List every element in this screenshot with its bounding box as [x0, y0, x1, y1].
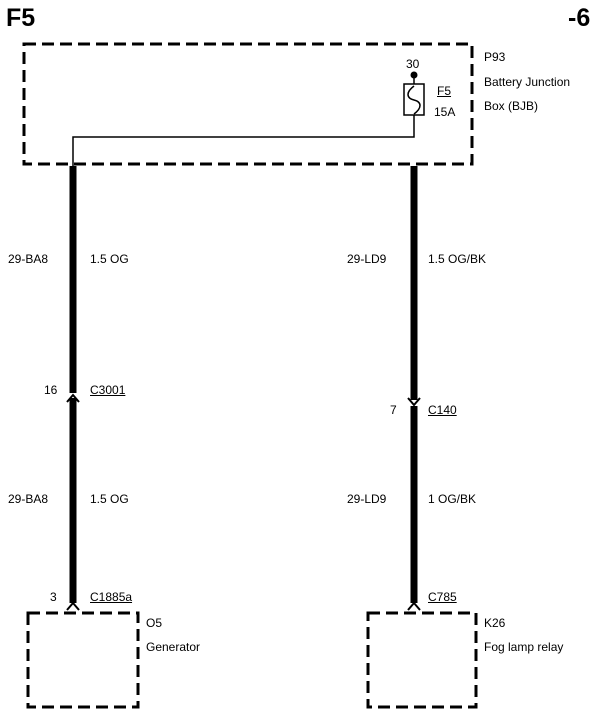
- junction-box-outline: [22, 42, 474, 166]
- c3001-connector-symbol: [66, 393, 80, 403]
- fog-lamp-relay-name: Fog lamp relay: [484, 640, 564, 654]
- c785-connector-symbol: [407, 601, 421, 611]
- right-lower-spec: 1 OG/BK: [428, 492, 477, 506]
- c1885a-ref: C1885a: [90, 590, 133, 604]
- fuse-rating: 15A: [434, 105, 456, 119]
- junction-box-pin: 30: [406, 57, 420, 71]
- c1885a-connector-symbol: [66, 601, 80, 611]
- c3001-pin: 16: [44, 383, 58, 397]
- c140-pin: 7: [390, 403, 397, 417]
- left-upper-circuit: 29-BA8: [8, 252, 49, 266]
- junction-box-name-line2: Box (BJB): [484, 99, 539, 113]
- right-upper-circuit: 29-LD9: [347, 252, 387, 266]
- generator-ref: O5: [146, 616, 163, 630]
- right-lower-circuit: 29-LD9: [347, 492, 387, 506]
- fuse-symbol: [403, 83, 425, 116]
- c1885a-pin: 3: [50, 590, 57, 604]
- c785-ref: C785: [428, 590, 457, 604]
- junction-box-name-line1: Battery Junction: [484, 75, 571, 89]
- junction-box-ref: P93: [484, 50, 506, 64]
- left-upper-spec: 1.5 OG: [90, 252, 129, 266]
- generator-name: Generator: [146, 640, 201, 654]
- fog-lamp-relay-outline: [366, 611, 478, 709]
- generator-outline: [26, 611, 140, 709]
- fuse-id: F5: [437, 84, 452, 98]
- left-lower-spec: 1.5 OG: [90, 492, 129, 506]
- left-lower-circuit: 29-BA8: [8, 492, 49, 506]
- fog-lamp-relay-ref: K26: [484, 616, 506, 630]
- right-upper-spec: 1.5 OG/BK: [428, 252, 487, 266]
- page-title: F5: [6, 4, 36, 32]
- c140-ref: C140: [428, 403, 457, 417]
- internal-bus: [72, 115, 415, 168]
- c3001-ref: C3001: [90, 383, 126, 397]
- c140-connector-symbol: [407, 397, 421, 407]
- sheet-number: -6: [568, 4, 591, 32]
